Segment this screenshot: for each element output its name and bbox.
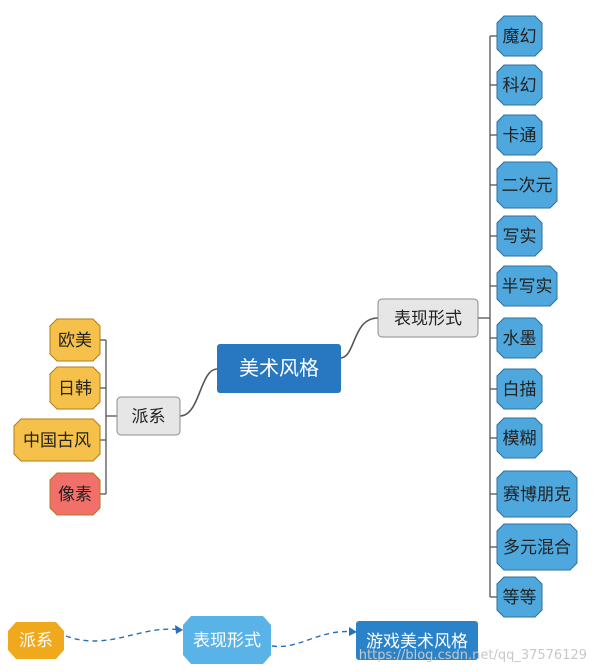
right-leaf-node[interactable]: 等等 [496,576,543,618]
right-leaf-label: 模糊 [503,429,537,449]
flow-arrow-1 [65,628,183,642]
flow-step-faction[interactable]: 派系 [8,622,64,659]
right-leaf-label: 多元混合 [503,538,571,558]
right-leaf-label: 写实 [503,227,537,247]
right-leaf-label: 等等 [503,588,537,608]
right-leaf-node[interactable]: 科幻 [496,64,543,106]
branch-node-form[interactable]: 表现形式 [377,298,479,338]
right-leaf-node[interactable]: 魔幻 [496,15,543,57]
right-leaf-label: 水墨 [503,329,537,349]
branch-node-form-label: 表现形式 [394,309,462,329]
right-leaf-node[interactable]: 二次元 [496,161,558,209]
right-leaf-label: 白描 [503,380,537,400]
left-leaf-label: 欧美 [58,331,92,351]
right-leaf-node[interactable]: 模糊 [496,417,543,459]
right-leaf-label: 二次元 [502,176,553,196]
right-leaf-node[interactable]: 卡通 [496,114,543,156]
flow-arrow-1-head [175,625,183,634]
right-leaf-connectors [489,35,497,598]
right-leaf-label: 半写实 [502,277,553,297]
left-leaf-label: 日韩 [58,379,92,399]
flow-arrow-2 [271,630,356,648]
flow-step-faction-label: 派系 [19,631,53,651]
flow-step-form-label: 表现形式 [193,631,261,651]
right-leaf-node[interactable]: 白描 [496,368,543,410]
right-leaf-node[interactable]: 写实 [496,215,543,257]
right-leaf-label: 魔幻 [503,27,537,47]
root-node[interactable]: 美术风格 [217,344,341,393]
root-node-label: 美术风格 [239,356,319,380]
watermark: https://blog.csdn.net/qq_37576129 [359,648,587,663]
right-leaf-node[interactable]: 水墨 [496,317,543,359]
left-leaf-node[interactable]: 日韩 [49,366,101,410]
branch-node-faction[interactable]: 派系 [116,396,181,436]
left-leaf-node[interactable]: 像素 [49,472,101,516]
left-leaf-label: 像素 [58,485,92,505]
right-leaf-node[interactable]: 赛博朋克 [496,470,578,518]
left-leaf-node[interactable]: 欧美 [49,318,101,362]
connector-root-left [179,368,218,417]
flow-step-form[interactable]: 表现形式 [183,616,271,664]
left-leaf-connectors [100,339,107,495]
flow-step-game-art-style-label: 游戏美术风格 [366,632,468,652]
left-leaf-node[interactable]: 中国古风 [13,418,101,462]
left-leaf-label: 中国古风 [23,431,91,451]
right-leaf-label: 赛博朋克 [503,484,571,505]
connector-root-right [339,317,379,359]
right-leaf-node[interactable]: 多元混合 [496,523,578,571]
right-leaf-node[interactable]: 半写实 [496,265,558,307]
flow-arrow-2-head [349,627,357,636]
flow-step-game-art-style[interactable]: 游戏美术风格 [356,621,478,660]
right-leaf-label: 科幻 [503,76,537,96]
right-leaf-label: 卡通 [503,126,537,146]
branch-node-faction-label: 派系 [132,407,166,427]
